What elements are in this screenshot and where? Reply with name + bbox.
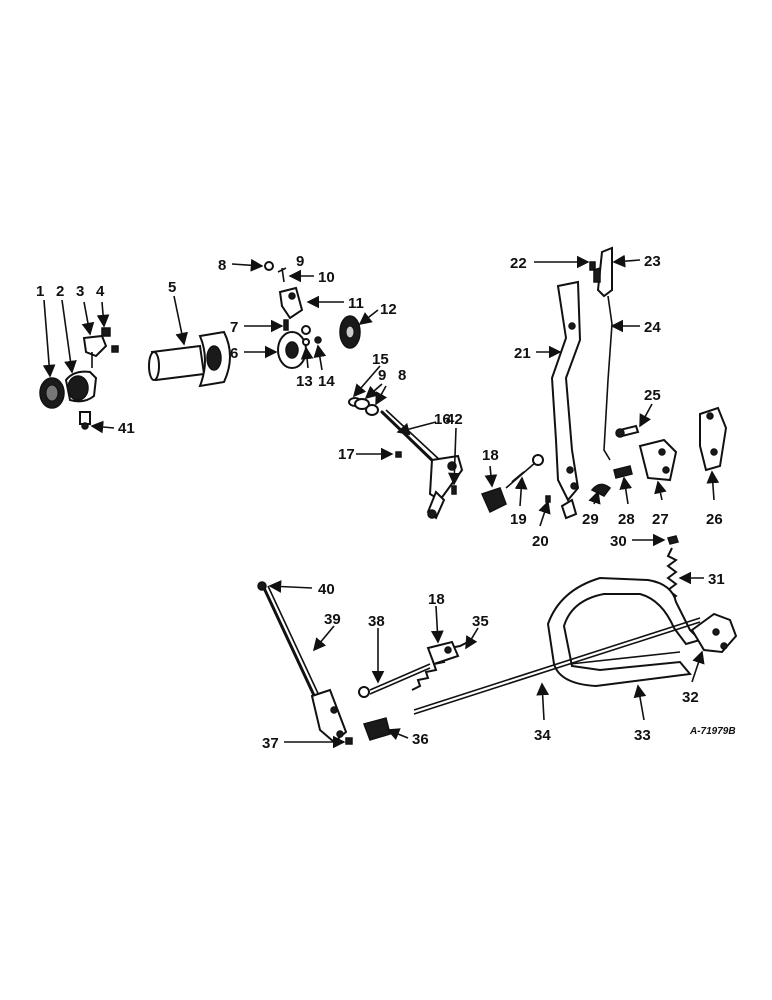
callout-27: 27 [652,511,669,528]
callout-5: 5 [168,279,176,296]
callout-28: 28 [618,511,635,528]
part-12-gear [339,315,361,349]
part-13-washer [302,338,310,346]
callout-11: 11 [348,295,364,312]
callout-39: 39 [324,611,341,628]
callout-15: 15 [372,351,389,368]
callout-40: 40 [318,581,335,598]
callout-38: 38 [368,613,385,630]
callout-18: 18 [482,447,499,464]
callout-19: 19 [510,511,527,528]
part-1-bearing [39,377,65,409]
callout-42: 42 [446,411,463,428]
callout-3: 3 [76,283,84,300]
callout-14: 14 [318,373,335,390]
callout-9: 9 [296,253,304,270]
callout-2: 2 [56,283,64,300]
callout-32: 32 [682,689,699,706]
callout-41: 41 [118,420,135,437]
part-8-washer [264,261,274,271]
part-28-washer [613,465,633,479]
callout-26: 26 [706,511,723,528]
callout-29: 29 [582,511,599,528]
part-38-rod [358,663,431,698]
part-8b-washer [365,404,379,416]
callout-18b: 18 [428,591,445,608]
callout-22: 22 [510,255,527,272]
callout-35: 35 [472,613,489,630]
callout-33: 33 [634,727,651,744]
part-26-plate [699,406,728,472]
part-33-pedal [546,576,702,688]
part-32-pivot [690,612,738,654]
leader-lines [42,254,720,749]
part-37-pin [345,737,353,745]
callout-1: 1 [36,283,44,300]
part-2-housing [64,370,98,403]
part-29-clip [590,483,612,497]
part-39-shaft [262,585,348,744]
callout-9b: 9 [378,367,386,384]
part-34-rod [413,617,701,715]
part-25-bolt [615,424,640,438]
callout-24: 24 [644,319,661,336]
callout-7: 7 [230,319,238,336]
part-5-sleeve [148,330,231,388]
part-22-screw [589,261,596,271]
figure-code: A-71979B [689,726,736,737]
callout-30: 30 [610,533,627,550]
callout-31: 31 [708,571,725,588]
part-24-rod [603,295,613,461]
part-4-bolt [101,327,119,353]
part-23-handle [593,246,613,298]
callout-10: 10 [318,269,335,286]
callout-23: 23 [644,253,661,270]
part-27-bracket [638,438,678,482]
part-9b-ring [354,398,370,410]
part-18b-clevis [426,640,460,666]
callout-8: 8 [218,257,226,274]
part-6-plate [277,331,307,369]
part-42-pin [451,485,457,495]
callout-4: 4 [96,283,105,300]
part-14-pin [314,336,322,344]
callout-8b: 8 [398,367,406,384]
part-30-hook [667,535,679,545]
callout-17: 17 [338,446,355,463]
callout-34: 34 [534,727,551,744]
callout-25: 25 [644,387,661,404]
part-3-fitting [82,334,108,368]
part-18-clevis [480,487,507,514]
part-7-pin [283,319,289,331]
part-17-key [395,451,402,458]
callout-37: 37 [262,735,279,752]
part-40-cap [257,581,267,591]
part-21-lever [550,280,582,520]
part-41-fitting [79,411,91,430]
part-19-rod [505,454,544,489]
callout-36: 36 [412,731,429,748]
part-36-clevis [363,717,391,741]
callout-21: 21 [514,345,531,362]
part-11-arm [278,286,311,335]
part-20-pin [545,495,551,503]
callout-12: 12 [380,301,397,318]
callout-6: 6 [230,345,238,362]
callout-13: 13 [296,373,313,390]
callout-20: 20 [532,533,549,550]
callout-16: 16 [434,411,451,428]
